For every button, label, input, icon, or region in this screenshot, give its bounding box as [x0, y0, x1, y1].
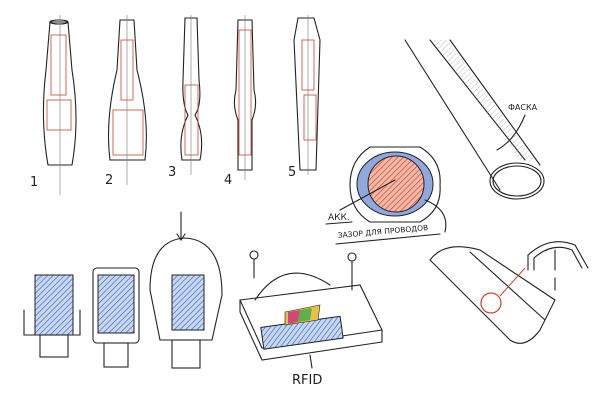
- device-sketch-1: [23, 274, 81, 358]
- tube-sketch: ФАСКА: [404, 39, 545, 200]
- handle-variant-4: [233, 15, 257, 180]
- variant-labels: 1 2 3 4 5: [30, 165, 296, 190]
- variant-label-3: 3: [168, 165, 176, 180]
- rfid-module-sketch: RFID: [239, 250, 383, 388]
- screw-icon: [249, 250, 259, 260]
- handle-variant-3: [180, 15, 203, 175]
- battery-cross-section: АКК. ЗАЗОР ДЛЯ ПРОВОДОВ: [325, 146, 447, 245]
- variant-label-2: 2: [105, 173, 113, 188]
- chamfer-label: ФАСКА: [508, 103, 538, 112]
- variant-label-4: 4: [224, 173, 232, 188]
- device-sketch-2: [92, 267, 140, 368]
- handle-variant-2: [107, 15, 147, 185]
- variant-label-5: 5: [288, 165, 296, 180]
- rfid-label: RFID: [292, 373, 322, 388]
- device-sketch-3: [149, 211, 223, 369]
- wire-gap-label: ЗАЗОР ДЛЯ ПРОВОДОВ: [337, 223, 428, 240]
- clip-detail-sketch: [429, 241, 589, 344]
- battery-label: АКК.: [328, 213, 350, 223]
- handle-variant-1: [42, 15, 77, 195]
- handle-variant-5: [293, 15, 321, 175]
- variant-label-1: 1: [30, 175, 38, 190]
- screw-icon: [347, 252, 357, 262]
